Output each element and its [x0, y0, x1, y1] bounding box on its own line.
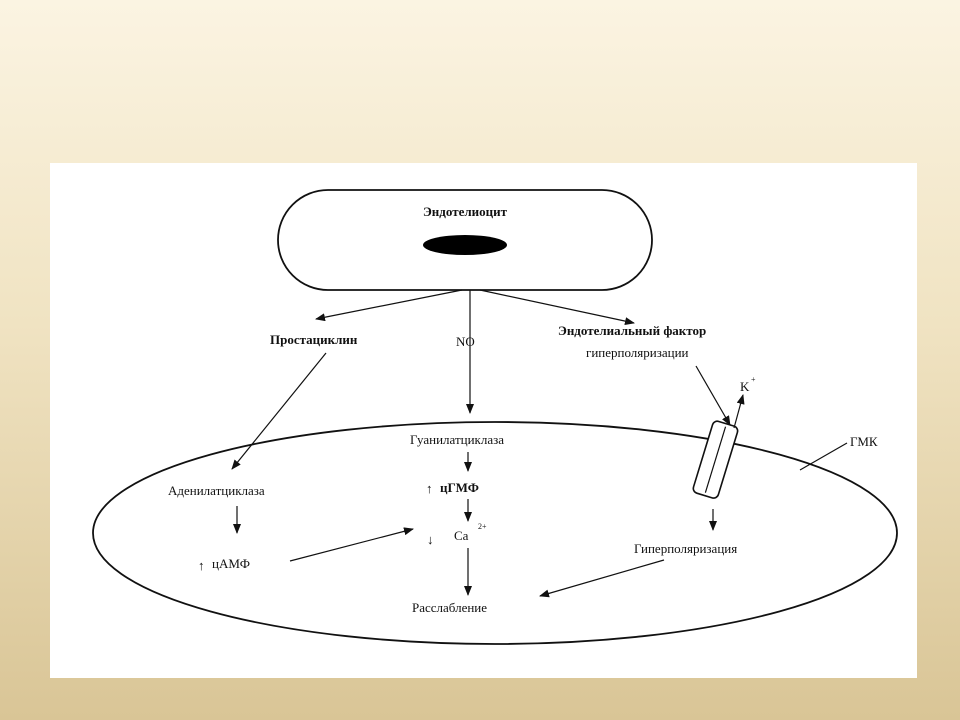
camp-label: цАМФ: [212, 556, 250, 571]
calcium-label: Ca: [454, 528, 469, 543]
smooth-muscle-cell-shape: [92, 421, 898, 645]
prostacyclin-label: Простациклин: [270, 332, 358, 347]
arrow-potassium-efflux: [733, 394, 745, 429]
arrow-camp-to-calcium: [289, 527, 414, 562]
arrow-to-adenylate-cyclase: [231, 352, 327, 470]
cgmp-increase-icon: ↑: [426, 481, 433, 496]
endothelial-cell-label: Эндотелиоцит: [423, 204, 508, 219]
arrow-to-prostacyclin: [315, 289, 463, 322]
endothelial-cell-nucleus: [423, 235, 507, 255]
no-label: NO: [456, 334, 475, 349]
diagram-panel: Эндотелиоцит ГМК Простациклин NO Эндотел…: [50, 163, 917, 678]
edhf-label-line1: Эндотелиальный фактор: [558, 323, 706, 338]
arrow-hyperpolarization-to-relaxation: [539, 559, 665, 598]
guanylate-cyclase-label: Гуанилатциклаза: [410, 432, 504, 447]
hyperpolarization-label: Гиперполяризация: [634, 541, 737, 556]
camp-increase-icon: ↑: [198, 558, 205, 573]
smooth-muscle-cell-label: ГМК: [850, 434, 878, 449]
adenylate-cyclase-label: Аденилатциклаза: [168, 483, 265, 498]
arrow-to-edhf: [479, 289, 635, 326]
calcium-decrease-icon: ↓: [427, 532, 434, 547]
relaxation-label: Расслабление: [412, 600, 487, 615]
cgmp-label: цГМФ: [440, 480, 479, 495]
potassium-channel-divider: [704, 426, 727, 493]
smc-label-pointer: [799, 442, 848, 471]
calcium-charge-label: 2+: [478, 522, 487, 531]
edhf-label-line2: гиперполяризации: [586, 345, 689, 360]
potassium-charge-label: +: [751, 375, 756, 384]
potassium-label: K: [740, 379, 750, 394]
vasodilation-diagram: Эндотелиоцит ГМК Простациклин NO Эндотел…: [92, 189, 898, 645]
arrow-edhf-to-channel: [695, 365, 731, 426]
